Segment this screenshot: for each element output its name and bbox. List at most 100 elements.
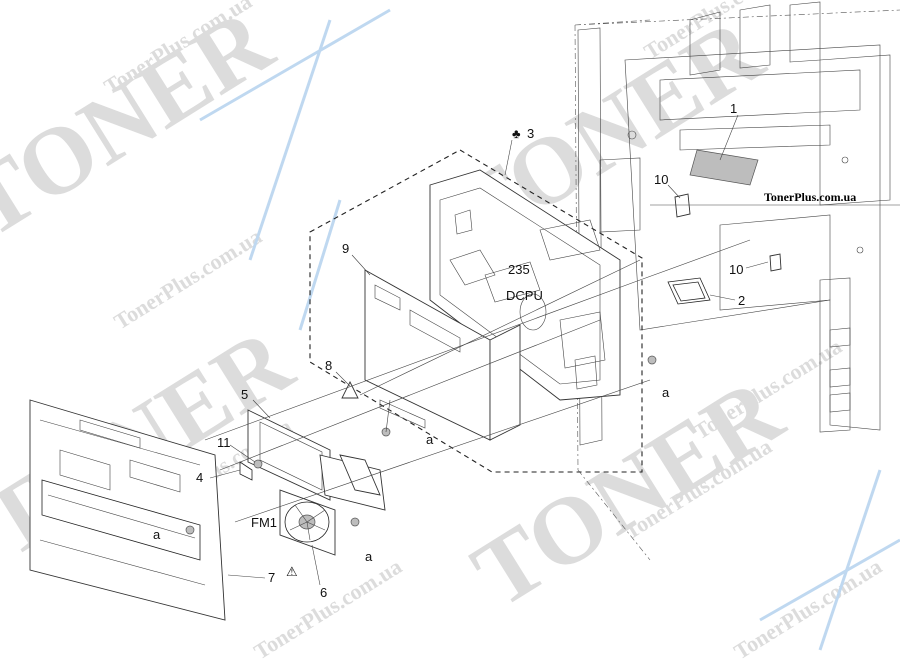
callout-labels: 1 2 ♣ 3 4 5 6 7 8 9 10 10 11 FM1 DCPU 23… <box>153 101 745 600</box>
leader-5 <box>252 399 271 419</box>
frame-hole-4 <box>856 246 864 254</box>
part-9-vent-1 <box>374 284 401 311</box>
callout-2: 2 <box>738 293 745 308</box>
frame-right-post <box>819 277 851 433</box>
watermark-accent-2 <box>199 8 391 122</box>
callout-3: 3 <box>527 126 534 141</box>
dcpu-component-2 <box>484 261 541 303</box>
part-2-gasket <box>667 277 711 305</box>
part-7-vent-1 <box>59 449 111 491</box>
callout-9: 9 <box>342 241 349 256</box>
leader-6 <box>311 544 321 586</box>
site-label: TonerPlus.com.ua <box>764 190 856 204</box>
leader-lines <box>209 114 769 586</box>
leader-3 <box>504 139 513 176</box>
part-9-tab <box>379 399 426 429</box>
dcpu-capacitor <box>519 293 547 331</box>
part-5-duct-frame <box>247 409 331 501</box>
frame-hooks <box>829 327 851 413</box>
dcpu-board <box>429 169 621 401</box>
fan-housing-inner <box>339 454 381 496</box>
callout-10-upper: 10 <box>654 172 668 187</box>
part-8-warning-label <box>341 380 359 399</box>
callout-dcpu: DCPU <box>506 288 543 303</box>
part-11-screw <box>253 459 263 469</box>
fan-assembly <box>239 409 386 556</box>
part-10-lower <box>769 253 782 272</box>
callout-a-left: a <box>153 527 161 542</box>
part-7-rear-panel <box>29 399 226 621</box>
frame-right-block <box>819 54 891 206</box>
frame-lower-block <box>719 214 831 311</box>
guide-4 <box>234 379 651 523</box>
part-10-upper <box>674 193 691 218</box>
part-7-vent-2 <box>79 419 141 449</box>
callout-1: 1 <box>730 101 737 116</box>
part-1-label <box>689 149 759 186</box>
warning-icon: ⚠ <box>286 564 298 579</box>
callout-8: 8 <box>325 358 332 373</box>
assembly-guide-lines <box>204 204 900 523</box>
leader-2 <box>709 294 736 301</box>
frame-hole-3 <box>841 156 849 164</box>
callout-3-symbol: ♣ <box>512 126 521 141</box>
callout-7: 7 <box>268 570 275 585</box>
frame-hole-1 <box>627 130 637 140</box>
guide-1 <box>359 259 641 396</box>
part-5-duct-inner <box>259 421 323 491</box>
part-7-plate <box>29 399 226 621</box>
frame-mid-rail <box>679 124 831 151</box>
part-7-rib-line <box>47 494 196 539</box>
part-6-fan-ring <box>284 501 330 543</box>
callout-5: 5 <box>241 387 248 402</box>
dcpu-heatsink <box>539 219 601 261</box>
screw-left <box>185 525 195 535</box>
leader-11 <box>229 444 256 463</box>
part-9-side <box>489 324 521 441</box>
callout-11: 11 <box>217 435 231 450</box>
dcpu-board-plate <box>429 169 621 401</box>
callout-a-center: a <box>426 432 434 447</box>
guide-2 <box>204 279 641 441</box>
part-3-assembly-boundary <box>309 149 643 473</box>
watermark-accent-3 <box>818 469 882 651</box>
printer-frame <box>574 1 900 561</box>
watermark-small-7: TonerPlus.com.ua <box>729 553 886 664</box>
callout-a-fan: a <box>365 549 373 564</box>
screw-right <box>647 355 657 365</box>
callout-a-right: a <box>662 385 670 400</box>
callout-10-lower: 10 <box>729 262 743 277</box>
part-7-edges <box>39 419 206 586</box>
leader-8 <box>335 371 351 387</box>
leader-10-upper <box>667 184 681 199</box>
callout-6: 6 <box>320 585 327 600</box>
callout-4: 4 <box>196 470 203 485</box>
dcpu-connector <box>454 209 473 235</box>
guide-6 <box>639 239 751 281</box>
guide-5 <box>385 399 391 433</box>
guide-3 <box>219 319 601 471</box>
dcpu-component-3 <box>559 311 606 369</box>
callout-fm1: FM1 <box>251 515 277 530</box>
part-7-rib <box>41 479 201 561</box>
leader-1 <box>719 114 739 161</box>
watermark-accent-1 <box>248 19 332 261</box>
leader-4 <box>209 469 241 479</box>
callout-board-number: 235 <box>508 262 530 277</box>
part-9-cover <box>364 269 521 441</box>
watermark-accent-4 <box>759 538 900 622</box>
watermark-accent-5 <box>298 199 342 331</box>
part-7-vent-3 <box>129 459 181 493</box>
frame-side-panel <box>624 44 881 431</box>
dcpu-inductor <box>574 355 598 390</box>
dcpu-component-1 <box>449 249 496 286</box>
leader-7 <box>227 574 266 579</box>
leader-10-lower <box>745 261 769 269</box>
leader-9 <box>351 254 371 276</box>
part-6-fan-blades <box>289 504 326 541</box>
screw-fan <box>350 517 360 527</box>
frame-upper-rail <box>659 69 861 121</box>
frame-bracket <box>599 157 641 233</box>
